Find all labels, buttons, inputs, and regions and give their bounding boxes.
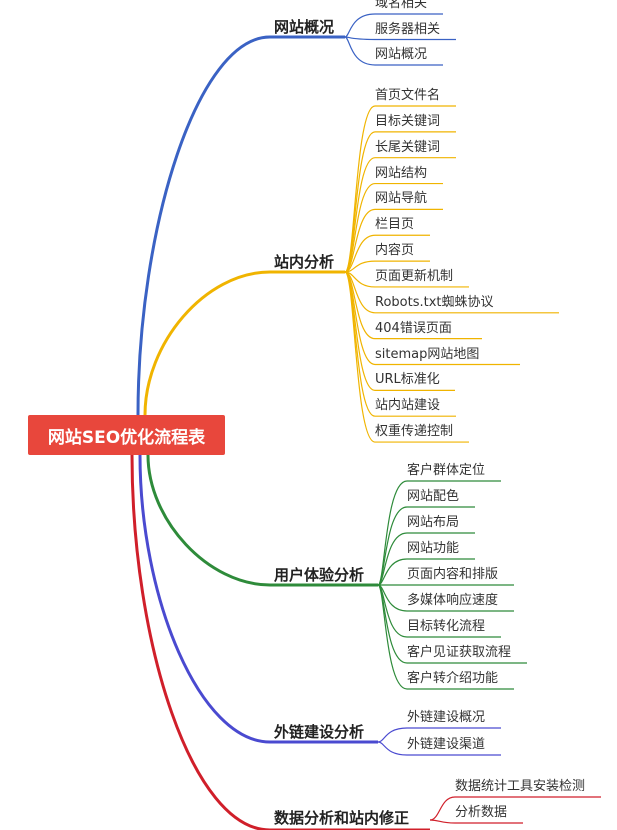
leaf-node[interactable]: 网站布局	[407, 515, 460, 530]
leaf-node[interactable]: 网站结构	[375, 165, 428, 181]
leaf-node[interactable]: 长尾关键词	[375, 139, 441, 155]
leaf-node[interactable]: 多媒体响应速度	[407, 593, 499, 608]
root-node[interactable]: 网站SEO优化流程表	[28, 415, 225, 455]
leaf-connector	[344, 260, 430, 273]
leaf-node[interactable]: 网站概况	[375, 47, 428, 62]
leaf-node[interactable]: 权重传递控制	[375, 424, 454, 440]
leaf-node[interactable]: 外链建设概况	[407, 710, 486, 725]
leaf-connector	[344, 36, 443, 66]
branch-node[interactable]: 数据分析和站内修正	[274, 809, 410, 827]
leaf-node[interactable]: sitemap网站地图	[375, 346, 480, 362]
leaf-node[interactable]: 客户群体定位	[407, 463, 486, 478]
leaf-connector	[429, 819, 523, 824]
leaf-node[interactable]: 网站配色	[407, 489, 460, 504]
leaf-node[interactable]: 内容页	[375, 243, 415, 259]
branch-connector	[146, 454, 378, 587]
leaf-node[interactable]: 首页文件名	[375, 88, 441, 103]
branch-node[interactable]: 站内分析	[274, 253, 335, 271]
leaf-node[interactable]: 页面内容和排版	[407, 567, 499, 582]
leaf-connector	[344, 13, 443, 38]
leaf-connector	[344, 234, 430, 273]
leaf-connector	[377, 741, 501, 756]
leaf-connector	[429, 796, 601, 821]
leaf-node[interactable]: 页面更新机制	[375, 268, 454, 284]
branch-connector	[138, 454, 378, 744]
leaf-node[interactable]: 站内站建设	[375, 398, 441, 414]
leaf-node[interactable]: 分析数据	[455, 805, 508, 820]
branch-node[interactable]: 网站概况	[274, 18, 335, 36]
leaf-connector	[344, 36, 456, 41]
leaf-node[interactable]: 目标关键词	[375, 113, 441, 129]
leaf-connector	[377, 584, 514, 690]
leaf-connector	[344, 182, 443, 273]
leaf-node[interactable]: 客户见证获取流程	[407, 645, 512, 660]
leaf-node[interactable]: 栏目页	[375, 217, 415, 233]
leaf-node[interactable]: 域名相关	[375, 0, 428, 11]
leaf-node[interactable]: Robots.txt蜘蛛协议	[375, 294, 494, 310]
leaf-node[interactable]: 服务器相关	[375, 21, 441, 37]
leaf-connector	[344, 208, 443, 273]
leaf-connector	[344, 271, 469, 443]
branch-connector	[136, 35, 345, 416]
leaf-node[interactable]: 网站功能	[407, 541, 460, 556]
branch-node[interactable]: 用户体验分析	[274, 566, 365, 584]
branch-connector	[143, 270, 345, 416]
branch-connector	[130, 454, 430, 830]
leaf-node[interactable]: URL标准化	[375, 372, 440, 388]
leaf-node[interactable]: 客户转介绍功能	[407, 671, 499, 686]
leaf-node[interactable]: 数据统计工具安装检测	[455, 779, 586, 794]
leaf-node[interactable]: 404错误页面	[375, 320, 452, 336]
leaf-node[interactable]: 外链建设渠道	[407, 737, 486, 752]
leaf-connector	[377, 558, 475, 586]
branch-node[interactable]: 外链建设分析	[274, 723, 365, 741]
leaf-node[interactable]: 网站导航	[375, 191, 428, 207]
leaf-node[interactable]: 目标转化流程	[407, 619, 486, 634]
leaf-connector	[377, 727, 501, 743]
